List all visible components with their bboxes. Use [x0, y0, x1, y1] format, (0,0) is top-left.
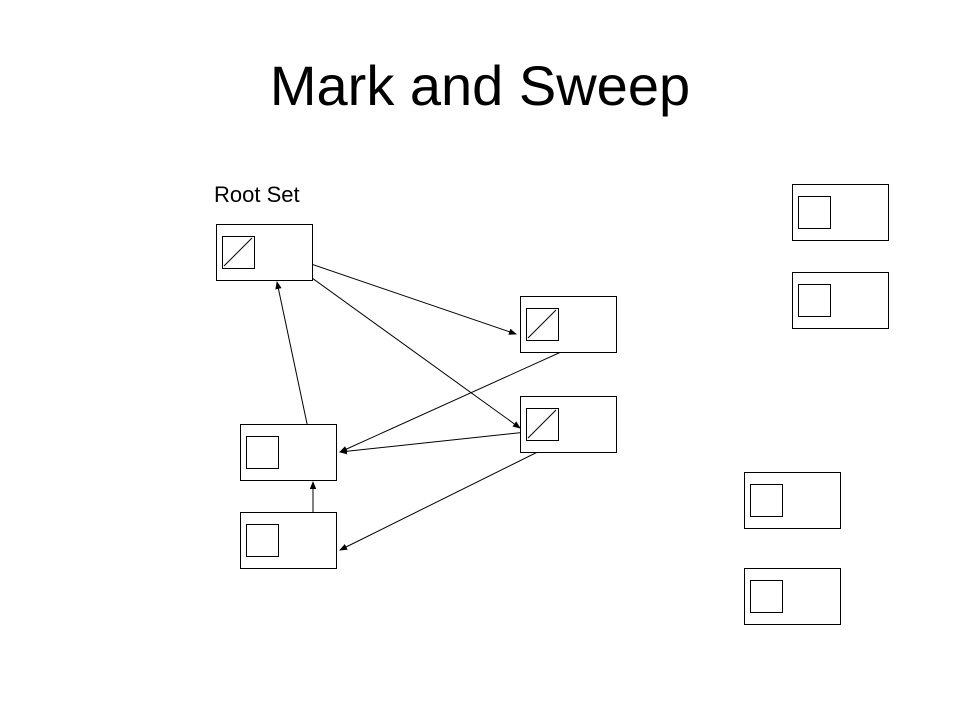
object-node-free-4 [744, 568, 841, 625]
pointer-arrow-obj-c-to-root [275, 281, 314, 453]
object-node-free-3 [744, 472, 841, 529]
mark-slash [527, 309, 557, 339]
mark-bit-box [246, 436, 279, 469]
mark-bit-box [526, 408, 559, 441]
mark-bit-box [798, 196, 831, 229]
object-node-root [216, 224, 313, 281]
object-node-obj-a [520, 296, 617, 353]
slide-title: Mark and Sweep [269, 54, 691, 117]
mark-bit-box [798, 284, 831, 317]
mark-bit-box [246, 524, 279, 557]
mark-slash [527, 409, 557, 439]
mark-slash [223, 237, 253, 267]
pointer-arrow-root-to-obj-a [275, 251, 517, 335]
pointer-arrow-obj-a-to-obj-c [339, 337, 593, 453]
mark-bit-box [222, 236, 255, 269]
pointer-arrow-root-to-obj-b [275, 251, 521, 429]
mark-bit-box [750, 484, 783, 517]
object-node-obj-b [520, 396, 617, 453]
object-node-obj-d [240, 512, 337, 569]
object-node-free-1 [792, 184, 889, 241]
object-node-free-2 [792, 272, 889, 329]
root-set-label: Root Set [214, 182, 300, 207]
mark-bit-box [526, 308, 559, 341]
mark-bit-box [750, 580, 783, 613]
object-node-obj-c [240, 424, 337, 481]
